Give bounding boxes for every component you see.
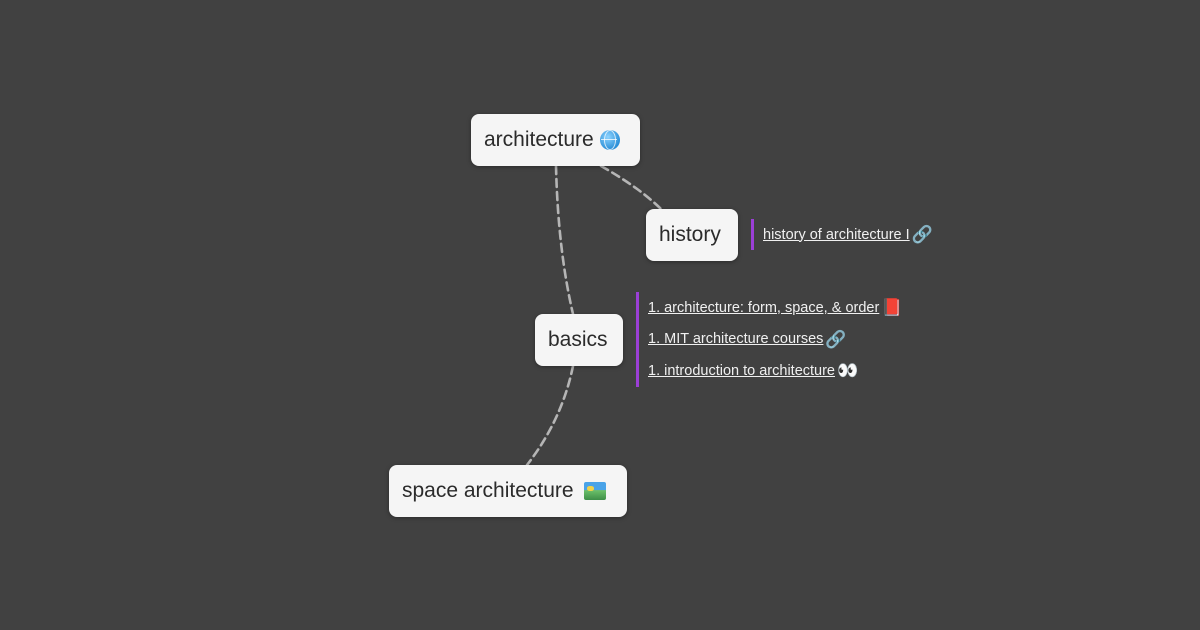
book-icon: 📕 bbox=[881, 298, 903, 318]
connector-architecture-history bbox=[599, 164, 664, 212]
node-architecture[interactable]: architecture bbox=[471, 114, 640, 166]
note-link-text[interactable]: history of architecture I bbox=[763, 226, 910, 243]
connector-architecture-basics bbox=[554, 164, 575, 316]
node-basics-label: basics bbox=[548, 328, 608, 351]
notes-basics: 1. architecture: form, space, & order 📕 … bbox=[636, 292, 902, 387]
note-link[interactable]: 1. MIT architecture courses 🔗 bbox=[648, 324, 902, 356]
note-link-text[interactable]: 1. architecture: form, space, & order bbox=[648, 299, 880, 316]
link-icon: 🔗 bbox=[911, 225, 933, 244]
note-link-text[interactable]: 1. MIT architecture courses bbox=[648, 331, 824, 348]
eyes-icon: 👀 bbox=[837, 361, 859, 381]
note-link[interactable]: 1. introduction to architecture 👀 bbox=[648, 355, 902, 387]
notes-history: history of architecture I 🔗 bbox=[751, 219, 933, 250]
map-icon bbox=[583, 482, 606, 500]
note-link[interactable]: history of architecture I 🔗 bbox=[763, 219, 933, 250]
connector-basics-space-architecture bbox=[525, 364, 575, 467]
node-space-architecture[interactable]: space architecture bbox=[389, 465, 627, 517]
node-architecture-label: architecture bbox=[484, 128, 594, 151]
node-history-label: history bbox=[659, 223, 721, 246]
node-history[interactable]: history bbox=[646, 209, 738, 261]
node-basics[interactable]: basics bbox=[535, 314, 623, 366]
node-space-architecture-label: space architecture bbox=[402, 479, 574, 502]
note-link-text[interactable]: 1. introduction to architecture bbox=[648, 362, 835, 379]
link-icon: 🔗 bbox=[825, 329, 847, 349]
note-link[interactable]: 1. architecture: form, space, & order 📕 bbox=[648, 292, 902, 324]
globe-icon bbox=[599, 130, 620, 150]
